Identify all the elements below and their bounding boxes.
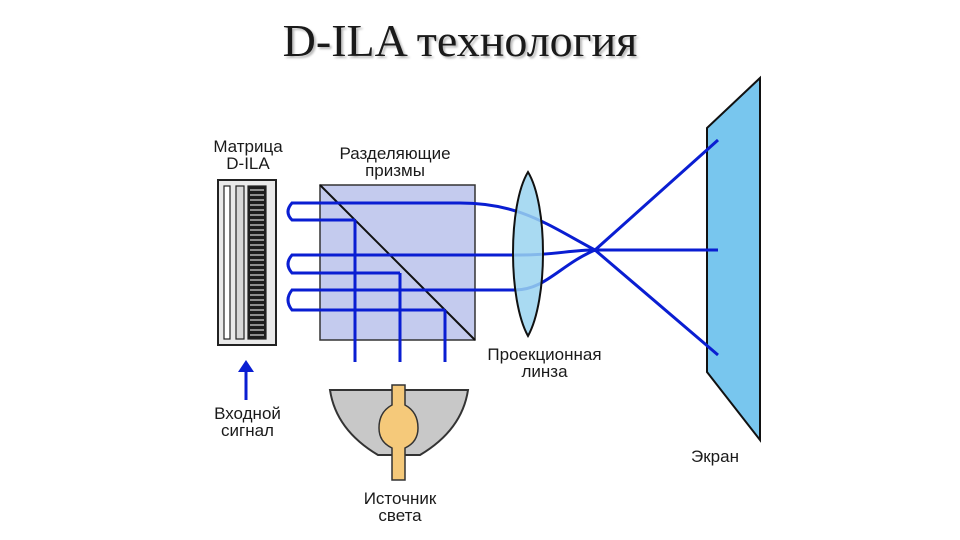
screen [706, 75, 761, 443]
matrix-cells [250, 189, 264, 336]
lamp-body [378, 384, 419, 481]
prism-diagonal [319, 184, 476, 341]
projection-lens [512, 170, 544, 339]
screen-label: Экран [691, 447, 739, 466]
page-title: D-ILA технология [282, 15, 638, 66]
input-signal-arrowhead [238, 360, 254, 372]
dila-matrix [217, 179, 277, 346]
